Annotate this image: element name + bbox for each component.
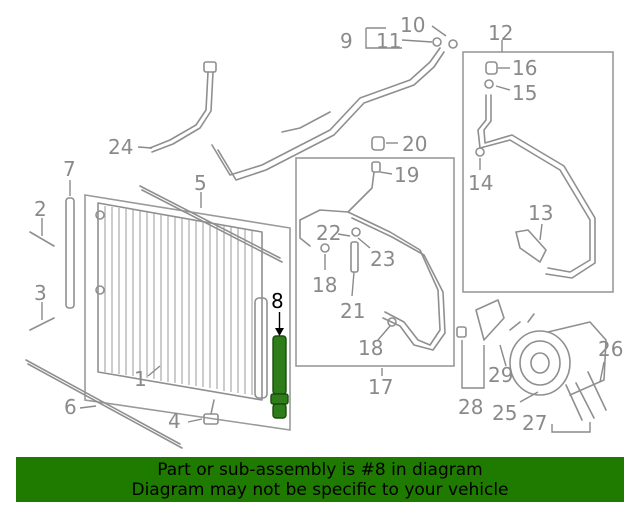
callout-26: 26 — [598, 337, 623, 361]
callout-2: 2 — [34, 197, 47, 221]
bolt-4 — [203, 399, 219, 425]
lower-seal-6-edge — [27, 363, 183, 449]
callout-5: 5 — [194, 171, 207, 195]
callout-18a: 18 — [312, 273, 337, 297]
side-bracket-7 — [65, 197, 75, 309]
callout-21: 21 — [340, 299, 365, 323]
callout-4: 4 — [168, 409, 181, 433]
callout-18b: 18 — [358, 336, 383, 360]
callout-11: 11 — [376, 29, 401, 53]
leader-lines — [41, 25, 605, 433]
upper-seal-5-edge — [141, 189, 283, 263]
seal-strip-2 — [29, 231, 55, 247]
callout-13: 13 — [528, 201, 553, 225]
callout-25: 25 — [492, 401, 517, 425]
callout-labels: 1 2 3 4 5 6 7 8 9 10 11 12 13 14 15 16 1… — [34, 13, 623, 435]
receiver-drier-8 — [270, 312, 289, 419]
callout-12: 12 — [488, 21, 513, 45]
callout-24: 24 — [108, 135, 133, 159]
callout-27: 27 — [522, 411, 547, 435]
banner-line-1: Part or sub-assembly is #8 in diagram — [157, 460, 483, 480]
callout-15: 15 — [512, 81, 537, 105]
lower-seal-6 — [25, 359, 181, 445]
cap-20 — [371, 136, 385, 151]
hose-24 — [149, 61, 217, 153]
info-banner: Part or sub-assembly is #8 in diagram Di… — [16, 457, 624, 502]
banner-line-2: Diagram may not be specific to your vehi… — [131, 480, 509, 500]
callout-14: 14 — [468, 171, 493, 195]
callout-3: 3 — [34, 281, 47, 305]
compressor-assembly — [456, 299, 607, 421]
callout-6: 6 — [64, 395, 77, 419]
callout-23: 23 — [370, 247, 395, 271]
upper-seal-5 — [139, 185, 281, 259]
callout-1: 1 — [134, 367, 147, 391]
callout-22: 22 — [316, 221, 341, 245]
box-12 — [462, 51, 614, 293]
callout-10: 10 — [400, 13, 425, 37]
condenser-assembly — [84, 194, 291, 431]
callout-16: 16 — [512, 56, 537, 80]
callout-28: 28 — [458, 395, 483, 419]
callout-29: 29 — [488, 363, 513, 387]
seal-strip-3 — [29, 317, 55, 331]
callout-9: 9 — [340, 29, 353, 53]
callout-20: 20 — [402, 132, 427, 156]
box-17 — [295, 157, 455, 367]
callout-17: 17 — [368, 375, 393, 399]
callout-7: 7 — [63, 157, 76, 181]
callout-8: 8 — [271, 289, 284, 313]
callout-19: 19 — [394, 163, 419, 187]
suction-line-assembly — [211, 37, 458, 181]
